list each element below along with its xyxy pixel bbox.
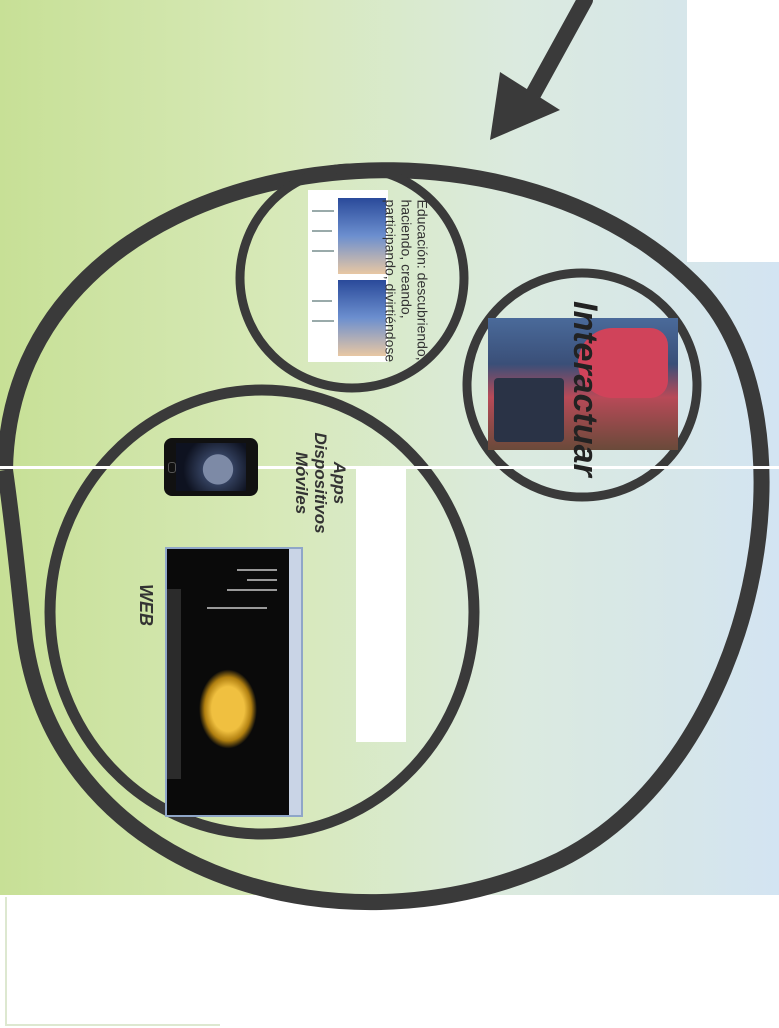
classroom-photo xyxy=(338,280,386,356)
education-screenshot xyxy=(308,190,388,362)
arrow-down-left-icon xyxy=(490,72,560,140)
web-circle xyxy=(44,384,480,840)
apps-label-line: Móviles xyxy=(292,451,311,515)
education-text: Educación: descubriendo, haciendo, crean… xyxy=(382,199,431,363)
interact-circle xyxy=(462,268,702,502)
horizontal-guide-line xyxy=(0,466,779,469)
apps-label-line: Apps xyxy=(330,461,349,505)
apps-label: Apps Dispositivos Móviles xyxy=(291,428,349,538)
canvas-background-blue xyxy=(687,262,779,895)
divider xyxy=(5,897,7,1025)
classroom-photo xyxy=(338,198,386,274)
education-circle xyxy=(235,163,469,393)
web-label: WEB xyxy=(136,584,156,626)
children-photo xyxy=(488,318,678,450)
interact-label: Interactuar xyxy=(566,301,604,477)
website-screenshot xyxy=(165,547,303,817)
apps-label-line: Dispositivos xyxy=(311,432,330,534)
blank-panel xyxy=(356,468,406,742)
bottom-blank-area xyxy=(0,895,779,1028)
divider xyxy=(5,1024,220,1026)
arrow-shaft xyxy=(522,0,593,108)
smartphone-image xyxy=(164,438,258,496)
